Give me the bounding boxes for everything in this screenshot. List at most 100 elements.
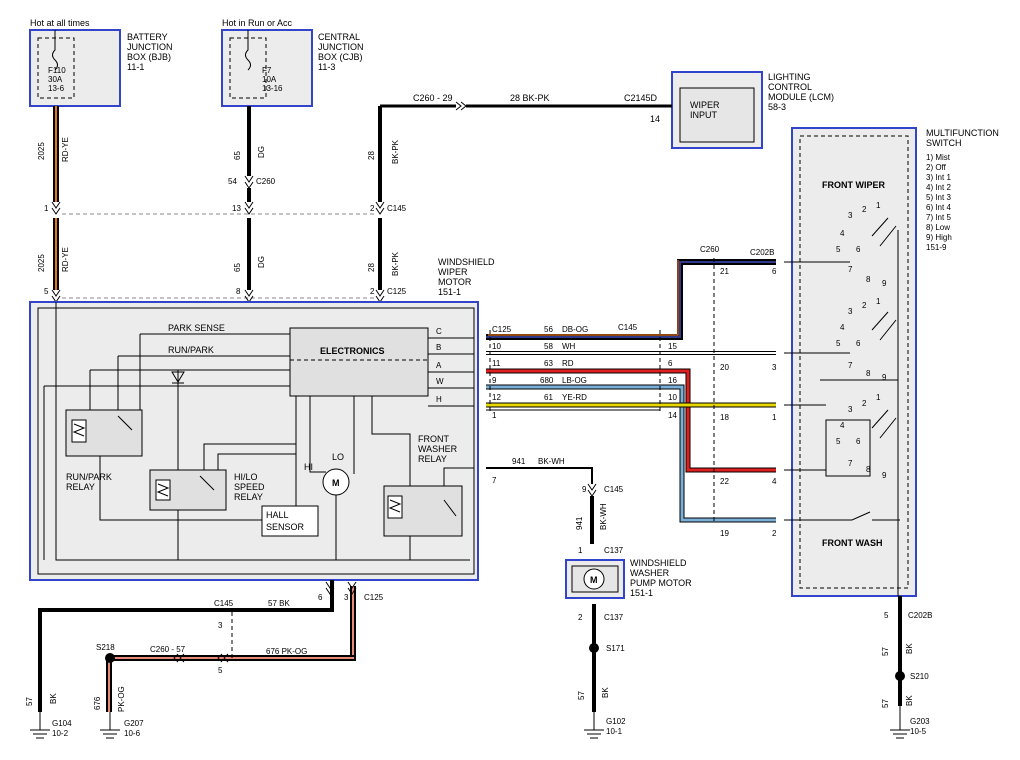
fuse-f110-label: F110: [48, 66, 66, 75]
ground-g104-page: 10-2: [52, 729, 69, 738]
wire-bkpk-label-2: BK-PK: [391, 251, 400, 276]
lcm-pin-14: 14: [650, 114, 660, 124]
wire-941-circuit: 941: [512, 457, 526, 466]
pump-c145-pin-9: 9: [582, 485, 587, 494]
pump-wire-bkwh-label: BK-WH: [599, 503, 608, 530]
ground-wire-57-label: 57: [25, 697, 34, 706]
splice-s210: [895, 671, 905, 681]
relay-coil-zigzag: [72, 423, 86, 437]
diode-icon: [171, 371, 185, 383]
deck1-pos-4: 4: [840, 229, 845, 238]
c125-label: C125: [387, 287, 407, 296]
wire-28-bkpk-lower: [378, 218, 382, 290]
mfs-title-2: SWITCH: [926, 138, 962, 148]
deck1-pos-2: 2: [862, 205, 867, 214]
deck3-pos-4: 4: [840, 421, 845, 430]
bjb-title-3: BOX (BJB): [127, 52, 171, 62]
wiper-motor-page: 151-1: [438, 287, 461, 297]
wire-bk-label-right-2: BK: [905, 695, 914, 706]
relay-coil-icon: [387, 495, 403, 519]
washer-pump-title-2: WASHER: [630, 568, 670, 578]
c2145d-label: C2145D: [624, 93, 658, 103]
wire-58-pin: 10: [492, 342, 501, 351]
wire-28-label-2: 28: [367, 263, 376, 272]
wiper-motor-title: WINDSHIELD: [438, 257, 495, 267]
deck2-pos-3: 3: [848, 307, 853, 316]
connector-icon: [375, 201, 385, 215]
connector-c260-icon: [455, 101, 467, 111]
fuse-f7-ref: 13-16: [262, 84, 283, 93]
deck2-pos-1: 1: [876, 297, 881, 306]
washer-pump-motor-icon: [583, 568, 605, 590]
electronics-block: [289, 327, 429, 397]
wire-61-circuit: 61: [544, 393, 553, 402]
front-washer-relay-label-2: WASHER: [418, 444, 458, 454]
bottom-c145-pin-3: 3: [218, 621, 223, 630]
fuse-f110-ref: 13-6: [48, 84, 65, 93]
cjb-title: CENTRAL: [318, 32, 360, 42]
wire-61-pin: 12: [492, 393, 501, 402]
run-park-label: RUN/PARK: [168, 345, 214, 355]
wire-bkpk-label: BK-PK: [391, 139, 400, 164]
switch-deck-2: 3 2 1 4 5 6 7 8 9: [784, 297, 897, 382]
wire-61-c145-pin: 10: [668, 393, 677, 402]
relay-coil-zigzag-3: [388, 499, 402, 513]
motor-out-c125-label: C125: [364, 593, 384, 602]
washer-pump-title-3: PUMP MOTOR: [630, 578, 692, 588]
deck1-pos-5: 5: [836, 245, 841, 254]
splice-s171-label: S171: [606, 644, 625, 653]
wire-65-label-2: 65: [233, 263, 242, 272]
cjb-title-2: JUNCTION: [318, 42, 364, 52]
mf-pin-22: 22: [720, 477, 729, 486]
ground-g207-page: 10-6: [124, 729, 141, 738]
bjb-page: 11-1: [127, 62, 144, 72]
hall-sensor-label-2: SENSOR: [266, 522, 305, 532]
mfs-mode-mist: 1) Mist: [926, 153, 951, 162]
c145-pin-2: 2: [370, 204, 375, 213]
relay-switch-icon: [199, 475, 215, 491]
harness-c125-label: C125: [492, 325, 512, 334]
wash-switch-icon: [784, 511, 900, 521]
bjb-title: BATTERY: [127, 32, 168, 42]
motor-out-pin-3: 3: [344, 593, 349, 602]
wire-676-pkog-label: 676 PK-OG: [266, 647, 307, 656]
motor-pin-w: W: [436, 377, 444, 386]
hi-lo-relay-label-2: SPEED: [234, 482, 265, 492]
switch-wiper-icon: [871, 311, 897, 341]
wire-56-circuit: 56: [544, 325, 553, 334]
wire-65-label: 65: [233, 151, 242, 160]
c145-label: C145: [387, 204, 407, 213]
harness-pin-1: 1: [492, 411, 497, 420]
wire-rdye-fill-lower: [55, 218, 57, 290]
internal-power-bus: [55, 302, 470, 561]
ground-wire-pkog-label: PK-OG: [117, 686, 126, 712]
deck3-pos-2: 2: [862, 399, 867, 408]
ground-wire-676-label: 676: [93, 696, 102, 710]
fuse-f7-amps: 10A: [262, 75, 277, 84]
relay-switch-icon: [117, 415, 133, 431]
c125-pin-2: 2: [370, 287, 375, 296]
deck2-pos-7: 7: [848, 361, 853, 370]
front-wiper-label: FRONT WIPER: [822, 180, 885, 190]
hi-lo-relay-label: HI/LO: [234, 472, 258, 482]
lcm-title: LIGHTING: [768, 72, 811, 82]
relay-bottom-lead: [99, 456, 300, 521]
switch-wiper-icon: [871, 409, 897, 439]
connector-icon: [244, 289, 254, 303]
harness-c145-label: C145: [618, 323, 638, 332]
deck3-pos-6: 6: [856, 437, 861, 446]
wire-941-bkwh-drop: [590, 496, 594, 544]
wire-56-og-stripe: [488, 260, 679, 336]
switch-wiper-icon: [871, 217, 897, 247]
washer-pump-page: 151-1: [630, 588, 653, 598]
mfs-mode-high: 9) High: [926, 233, 952, 242]
wire-58-color: WH: [562, 342, 576, 351]
deck1-pos-9: 9: [882, 279, 887, 288]
c202b-pin-5: 5: [884, 611, 889, 620]
connector-icon: [347, 581, 357, 595]
ground-g104-icon: [30, 729, 50, 739]
ground-g203-icon: [890, 729, 910, 739]
wire-63-color: RD: [562, 359, 574, 368]
bjb-title-2: JUNCTION: [127, 42, 173, 52]
mf-pin-2: 2: [772, 529, 777, 538]
